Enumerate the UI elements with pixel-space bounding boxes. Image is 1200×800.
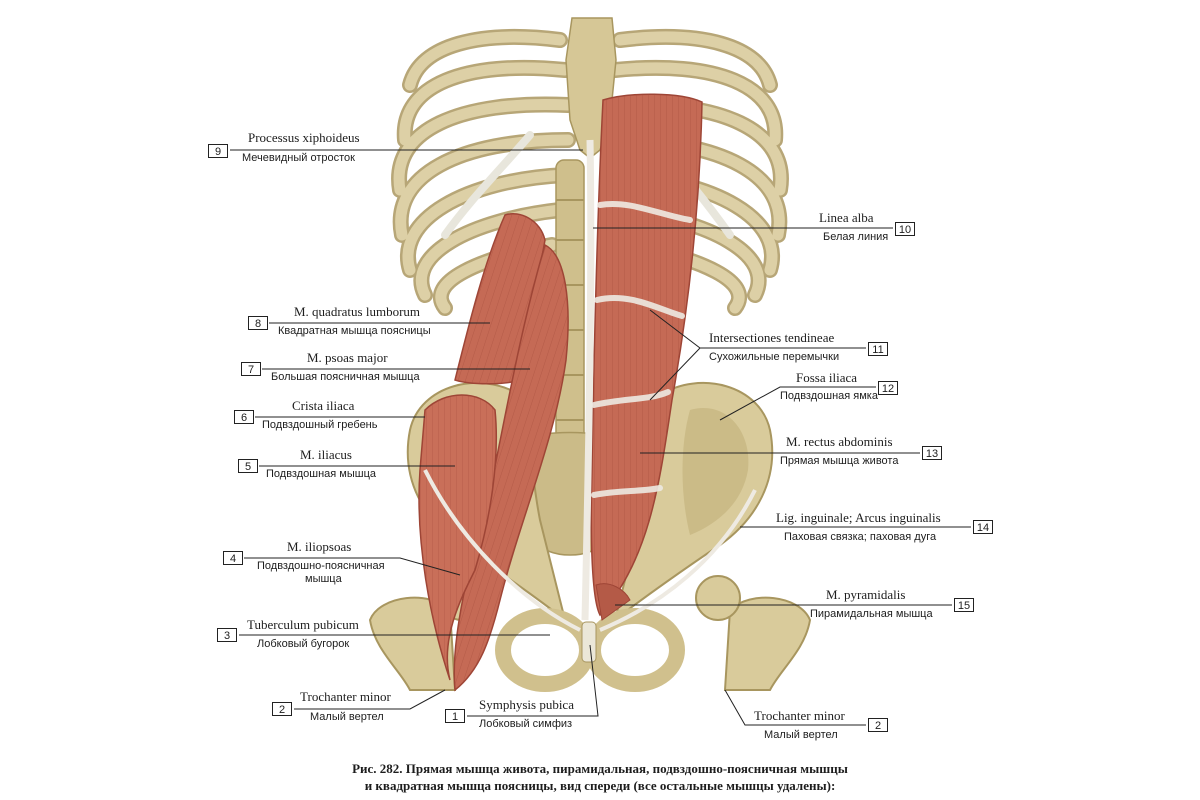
- label-latin: Intersectiones tendineae: [709, 330, 835, 345]
- label-latin: M. iliacus: [300, 447, 352, 462]
- label-number: 11: [868, 342, 888, 356]
- label-latin: M. pyramidalis: [826, 587, 906, 602]
- label-russian: Сухожильные перемычки: [709, 351, 840, 363]
- label-latin: Processus xiphoideus: [248, 130, 360, 145]
- label-number: 1: [445, 709, 465, 723]
- label-russian: Лобковый симфиз: [479, 718, 573, 730]
- label-number: 2: [868, 718, 888, 732]
- label-number: 12: [878, 381, 898, 395]
- label-russian: Малый вертел: [764, 729, 838, 741]
- label-number: 9: [208, 144, 228, 158]
- label-number: 15: [954, 598, 974, 612]
- label-number: 5: [238, 459, 258, 473]
- label-latin: Lig. inguinale; Arcus inguinalis: [776, 510, 941, 525]
- label-russian: Пирамидальная мышца: [810, 608, 933, 620]
- label-russian: Прямая мышца живота: [780, 455, 899, 467]
- label-number: 7: [241, 362, 261, 376]
- label-number: 8: [248, 316, 268, 330]
- label-russian: Паховая связка; паховая дуга: [784, 531, 937, 543]
- leader-lines: [230, 149, 971, 726]
- label-russian: Подвздошная ямка: [780, 390, 878, 402]
- label-russian: Подвздошно-поясничная: [257, 560, 385, 572]
- inguinal-ligaments: [423, 469, 757, 632]
- label-number: 2: [272, 702, 292, 716]
- label-russian: Белая линия: [823, 231, 889, 243]
- label-number: 3: [217, 628, 237, 642]
- label-russian: Подвздошный гребень: [262, 419, 378, 431]
- label-russian: Большая поясничная мышца: [271, 371, 420, 383]
- pubic-bones: [495, 608, 685, 692]
- label-number: 4: [223, 551, 243, 565]
- label-latin: M. rectus abdominis: [786, 434, 893, 449]
- label-russian: Мечевидный отросток: [242, 152, 355, 164]
- label-latin: Trochanter minor: [754, 708, 845, 723]
- label-latin: Crista iliaca: [292, 398, 355, 413]
- label-latin: M. quadratus lumborum: [294, 304, 421, 319]
- label-number: 14: [973, 520, 993, 534]
- muscles: [418, 93, 703, 692]
- figure-caption: Рис. 282. Прямая мышца живота, пирамидал…: [0, 760, 1200, 794]
- label-latin: Tuberculum pubicum: [247, 617, 359, 632]
- label-russian: Малый вертел: [310, 711, 384, 723]
- label-number: 6: [234, 410, 254, 424]
- label-latin: Trochanter minor: [300, 689, 391, 704]
- label-russian: Подвздошная мышца: [266, 468, 376, 480]
- label-latin: Symphysis pubica: [479, 697, 574, 712]
- label-latin: Fossa iliaca: [796, 370, 858, 385]
- linea-alba: [581, 139, 595, 621]
- caption-line-1: Рис. 282. Прямая мышца живота, пирамидал…: [352, 761, 848, 776]
- label-latin: M. iliopsoas: [287, 539, 352, 554]
- label-latin: Linea alba: [819, 210, 874, 225]
- label-latin: M. psoas major: [307, 350, 388, 365]
- label-number: 10: [895, 222, 915, 236]
- label-number: 13: [922, 446, 942, 460]
- label-russian: Квадратная мышца поясницы: [278, 325, 431, 337]
- label-russian: Лобковый бугорок: [257, 638, 350, 650]
- label-russian-line2: мышца: [305, 573, 342, 585]
- caption-line-2: и квадратная мышца поясницы, вид спереди…: [364, 778, 836, 793]
